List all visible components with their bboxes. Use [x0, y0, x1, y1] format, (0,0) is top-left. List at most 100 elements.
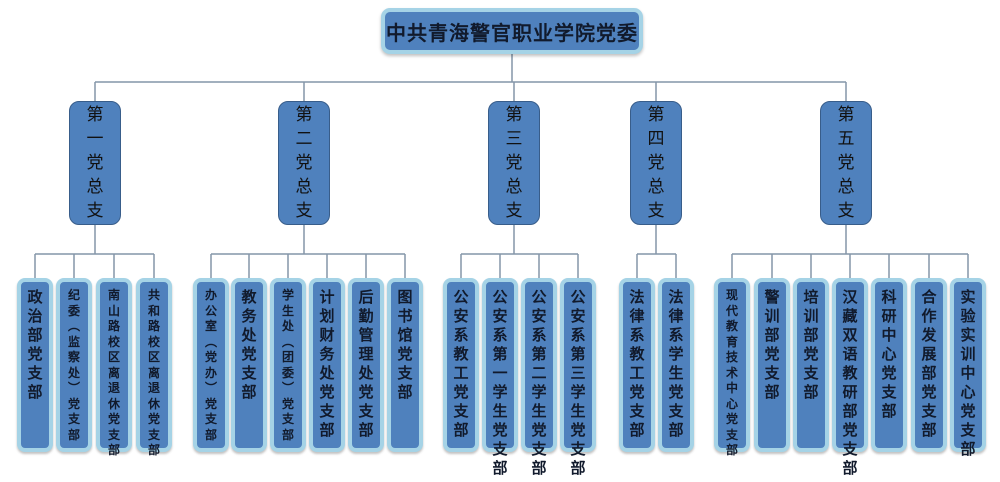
leaf-label-char: 支 — [960, 421, 976, 439]
root-node-party-committee[interactable]: 中共青海警官职业学院党委 — [381, 8, 643, 54]
party-branch-node[interactable]: 法律系教工党支部 — [619, 278, 655, 452]
leaf-label-char: 区 — [107, 350, 120, 364]
party-branch-node[interactable]: 纪委︵监察处︶党支部 — [56, 278, 92, 452]
general-branch-node[interactable]: 第五党总支 — [820, 101, 872, 225]
general-branch-node[interactable]: 第二党总支 — [278, 101, 330, 225]
leaf-label-char: 部 — [397, 383, 413, 401]
leaf-label-char: 政 — [27, 288, 43, 306]
party-branch-node[interactable]: 合作发展部党支部 — [911, 278, 947, 452]
leaf-label-char: 部 — [921, 421, 937, 439]
party-branch-node[interactable]: 公安系第三学生党支部 — [560, 278, 596, 477]
leaf-label-char: 部 — [531, 459, 547, 477]
leaf-label-char: 纪 — [67, 288, 80, 302]
party-branch-node[interactable]: 公安系第二学生党支部 — [521, 278, 557, 477]
branch-label-char: 支 — [505, 201, 523, 221]
party-branch-node[interactable]: 图书馆党支部 — [387, 278, 423, 452]
party-branch-node[interactable]: 公安系教工党支部 — [443, 278, 479, 452]
leaf-label-char: 室 — [204, 319, 217, 333]
party-branch-node[interactable]: 现代教育技术中心党支部 — [714, 278, 750, 457]
leaf-label-char: 处 — [358, 364, 374, 382]
leaf-label-char: 实 — [960, 326, 976, 344]
leaf-label-char: 党 — [147, 412, 160, 426]
party-branch-node[interactable]: 办公室︵党办︶党支部 — [193, 278, 229, 452]
party-branch-node[interactable]: 共和路校区离退休党支部 — [136, 278, 172, 457]
leaf-label-char: 支 — [358, 402, 374, 420]
party-branch-node[interactable]: 培训部党支部 — [793, 278, 829, 452]
branch-label-char: 支 — [837, 201, 855, 221]
party-branch-node[interactable]: 教务处党支部 — [231, 278, 267, 452]
leaf-label-char: 支 — [492, 440, 508, 458]
leaf-label-char: 支 — [319, 402, 335, 420]
leaf-label-char: 部 — [204, 427, 217, 442]
leaf-label-char: 研 — [842, 383, 858, 401]
leaf-label-char: 律 — [668, 307, 684, 325]
leaf-label-char: 勤 — [358, 307, 374, 325]
leaf-label-char: 后 — [358, 288, 374, 306]
leaf-label-char: 管 — [358, 326, 374, 344]
leaf-label-char: 党 — [668, 383, 684, 401]
leaf-label-char: 党 — [107, 412, 120, 426]
leaf-label-char: 支 — [67, 412, 80, 426]
leaf-label-char: 合 — [921, 288, 937, 306]
leaf-label-char: 书 — [397, 307, 413, 325]
leaf-label-char: 汉 — [842, 288, 858, 306]
leaf-label-char: 学 — [531, 383, 547, 401]
leaf-label-char: 部 — [881, 402, 897, 420]
leaf-label-char: 支 — [764, 364, 780, 382]
leaf-label-char: 支 — [570, 440, 586, 458]
party-branch-node[interactable]: 南山路校区离退休党支部 — [96, 278, 132, 457]
leaf-label-char: 支 — [629, 402, 645, 420]
branch-label-char: 党 — [647, 153, 665, 173]
leaf-label-char: 安 — [492, 307, 508, 325]
leaf-label-char: 教 — [453, 345, 469, 363]
leaf-label-char: 部 — [27, 383, 43, 401]
leaf-label-char: 生 — [570, 402, 586, 420]
branch-label-char: 支 — [86, 201, 104, 221]
party-branch-node[interactable]: 后勤管理处党支部 — [348, 278, 384, 452]
leaf-label-char: 党 — [204, 396, 217, 411]
leaf-label-char: 安 — [531, 307, 547, 325]
general-branch-node[interactable]: 第四党总支 — [630, 101, 682, 225]
leaf-label-char: ︶ — [204, 381, 217, 395]
party-branch-node[interactable]: 警训部党支部 — [754, 278, 790, 452]
branch-label-char: 党 — [837, 153, 855, 173]
leaf-label-char: 三 — [570, 364, 586, 382]
leaf-label-char: 党 — [764, 345, 780, 363]
leaf-label-char: 二 — [531, 364, 547, 382]
party-branch-node[interactable]: 学生处︵团委︶党支部 — [270, 278, 306, 452]
leaf-label-char: 安 — [453, 307, 469, 325]
leaf-label-char: 系 — [492, 326, 508, 344]
leaf-label-char: 第 — [492, 345, 508, 363]
leaf-label-char: 实 — [960, 288, 976, 306]
party-branch-node[interactable]: 计划财务处党支部 — [309, 278, 345, 452]
leaf-label-char: 公 — [453, 288, 469, 306]
leaf-label-char: 支 — [842, 440, 858, 458]
leaf-label-char: 部 — [725, 443, 738, 457]
leaf-label-char: 党 — [492, 421, 508, 439]
branch-label-char: 支 — [295, 201, 313, 221]
party-branch-node[interactable]: 政治部党支部 — [17, 278, 53, 452]
leaf-label-char: 委 — [281, 365, 294, 380]
party-branch-node[interactable]: 实验实训中心党支部 — [950, 278, 986, 458]
leaf-label-char: 办 — [204, 288, 217, 302]
leaf-label-char: 法 — [629, 288, 645, 306]
leaf-label-char: 中 — [725, 381, 738, 395]
leaf-label-char: 教 — [725, 319, 738, 333]
leaf-label-char: 部 — [27, 326, 43, 344]
party-branch-node[interactable]: 公安系第一学生党支部 — [482, 278, 518, 477]
branch-label-char: 第 — [86, 105, 104, 125]
leaf-label-char: 部 — [668, 421, 684, 439]
party-branch-node[interactable]: 法律系学生党支部 — [658, 278, 694, 452]
leaf-label-char: 支 — [27, 364, 43, 382]
leaf-label-char: 党 — [204, 350, 217, 364]
leaf-label-char: 察 — [67, 350, 80, 364]
leaf-label-char: 党 — [921, 383, 937, 401]
leaf-label-char: 务 — [241, 307, 257, 325]
leaf-label-char: 党 — [842, 421, 858, 439]
party-branch-node[interactable]: 科研中心党支部 — [871, 278, 907, 452]
branch-label-char: 第 — [505, 105, 523, 125]
party-branch-node[interactable]: 汉藏双语教研部党支部 — [832, 278, 868, 477]
general-branch-node[interactable]: 第一党总支 — [69, 101, 121, 225]
general-branch-node[interactable]: 第三党总支 — [488, 101, 540, 225]
leaf-label-char: 路 — [107, 319, 120, 333]
